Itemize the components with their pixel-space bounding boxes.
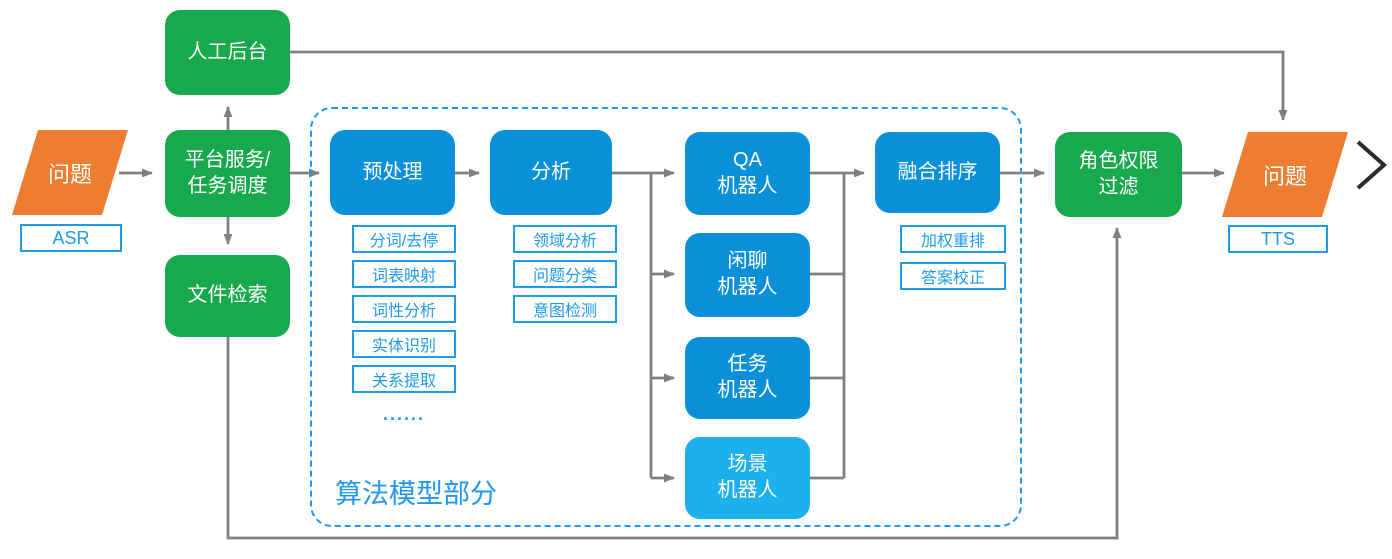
preprocess-sub-label: 关系提取: [352, 365, 456, 393]
preprocess-sub-label: 实体识别: [352, 330, 456, 358]
preprocess-sub-label: 词性分析: [352, 295, 456, 323]
node-label: 问题: [1262, 163, 1307, 189]
node-role-permission-filter: 角色权限 过滤: [1055, 132, 1182, 217]
analysis-sub-label: 问题分类: [513, 260, 617, 288]
node-manual-backend: 人工后台: [165, 10, 290, 95]
asr-tag: ASR: [20, 224, 122, 252]
node-platform-service: 平台服务/ 任务调度: [165, 130, 290, 217]
fusion-sub-label: 加权重排: [900, 225, 1006, 253]
tts-tag: TTS: [1228, 225, 1328, 253]
node-task-robot: 任务 机器人: [685, 337, 810, 419]
node-question-output: 问题: [1222, 132, 1348, 217]
algorithm-model-region-title: 算法模型部分: [335, 479, 497, 509]
analysis-sub-label: 领域分析: [513, 225, 617, 253]
analysis-sub-label: 意图检测: [513, 295, 617, 323]
node-chitchat-robot: 闲聊 机器人: [685, 233, 810, 317]
fusion-sub-label: 答案校正: [900, 262, 1006, 290]
node-scene-robot: 场景 机器人: [685, 437, 810, 519]
node-fusion-ranking: 融合排序: [875, 132, 1000, 213]
node-file-retrieval: 文件检索: [165, 255, 290, 337]
node-question-input: 问题: [12, 130, 128, 215]
node-analysis: 分析: [490, 130, 612, 215]
preprocess-ellipsis: ......: [382, 404, 425, 424]
next-chevron-icon: [1356, 140, 1388, 190]
preprocess-sub-label: 词表映射: [352, 260, 456, 288]
node-qa-robot: QA 机器人: [685, 132, 810, 215]
node-label: 问题: [47, 161, 92, 187]
node-preprocess: 预处理: [330, 130, 455, 215]
preprocess-sub-label: 分词/去停: [352, 225, 456, 253]
